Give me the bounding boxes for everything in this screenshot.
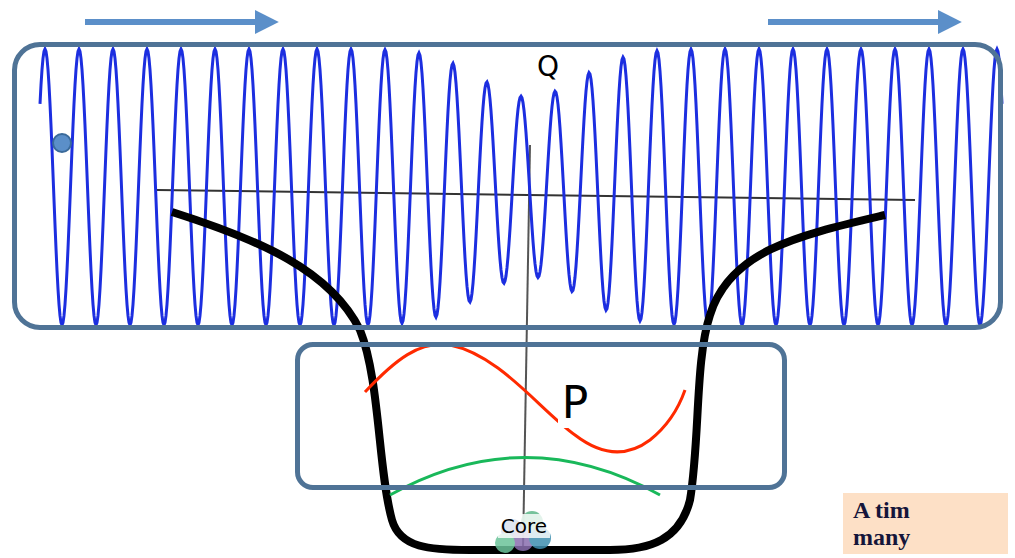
region-box: Q [12,42,1003,330]
core-label: Core [498,514,550,538]
direction-arrow [768,19,951,25]
note-text: A tim many [853,497,935,550]
region-label: Q [533,50,563,83]
note-box: A tim many [843,493,1008,554]
core-nucleons [495,511,551,553]
incoming-particle [53,134,71,152]
region-label: P [558,377,593,428]
potential-well [172,212,885,550]
region-box: P [295,342,787,490]
scattering-wave [40,49,1002,325]
direction-arrow [85,19,268,25]
bound-wave [365,344,685,452]
